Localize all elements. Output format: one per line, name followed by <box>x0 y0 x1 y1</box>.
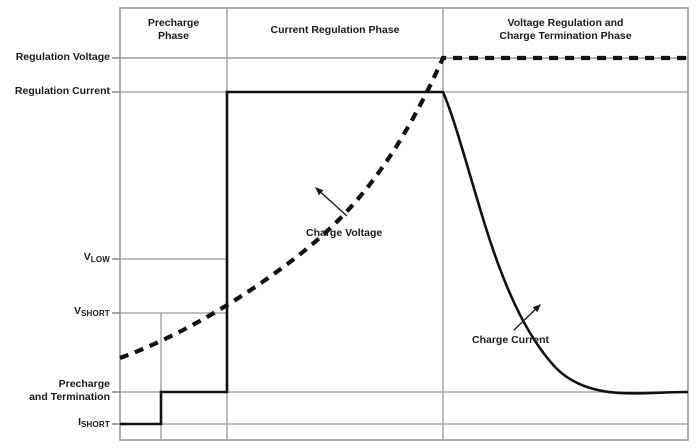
annotation-charge-voltage: Charge Voltage <box>306 227 383 239</box>
axis-label-i-short-main: I <box>78 416 81 428</box>
phase-title-current-regulation: Current Regulation Phase <box>270 24 400 36</box>
axis-label-v-short-sub: SHORT <box>81 309 110 318</box>
axis-label-v-low-sub: LOW <box>90 255 110 264</box>
axis-label-i-short-sub: SHORT <box>81 420 110 429</box>
axis-label-precharge-termination: Precharge and Termination <box>29 378 110 403</box>
axis-label-v-short-main: V <box>73 305 81 317</box>
charge-current-curve <box>120 90 689 426</box>
axis-label-v-low: VLOW <box>0 251 110 265</box>
plot-frame <box>119 7 689 441</box>
annotation-charge-current: Charge Current <box>472 334 550 346</box>
axis-label-regulation-voltage: Regulation Voltage <box>15 51 110 63</box>
axis-label-i-short: ISHORT <box>0 416 110 430</box>
phase-title-voltage-regulation: Voltage Regulation and Charge Terminatio… <box>499 17 632 42</box>
charge-voltage-curve <box>119 55 688 360</box>
phase-title-precharge: Precharge Phase <box>147 17 200 42</box>
charge-current-leader <box>513 304 541 331</box>
axis-label-regulation-current: Regulation Current <box>14 85 110 97</box>
axis-label-v-short: VSHORT <box>0 305 110 319</box>
charge-voltage-leader <box>315 187 348 217</box>
axis-label-v-low-main: V <box>83 251 91 263</box>
